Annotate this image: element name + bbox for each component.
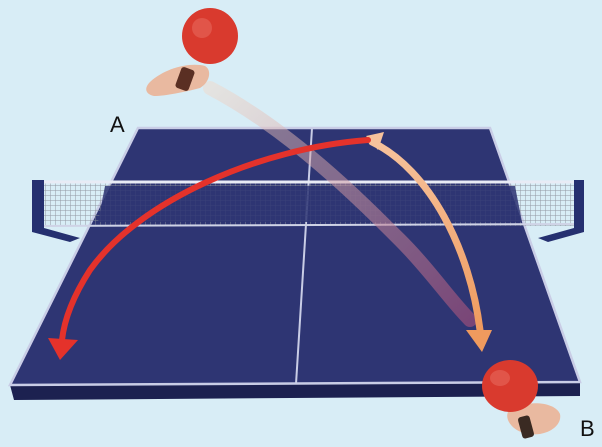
label-player-b: B — [580, 416, 595, 441]
paddle-icon — [482, 360, 538, 412]
label-player-a: A — [110, 112, 125, 137]
paddle-a-highlight — [192, 18, 212, 38]
paddle-b-highlight — [490, 370, 510, 386]
paddle-icon — [182, 8, 238, 64]
